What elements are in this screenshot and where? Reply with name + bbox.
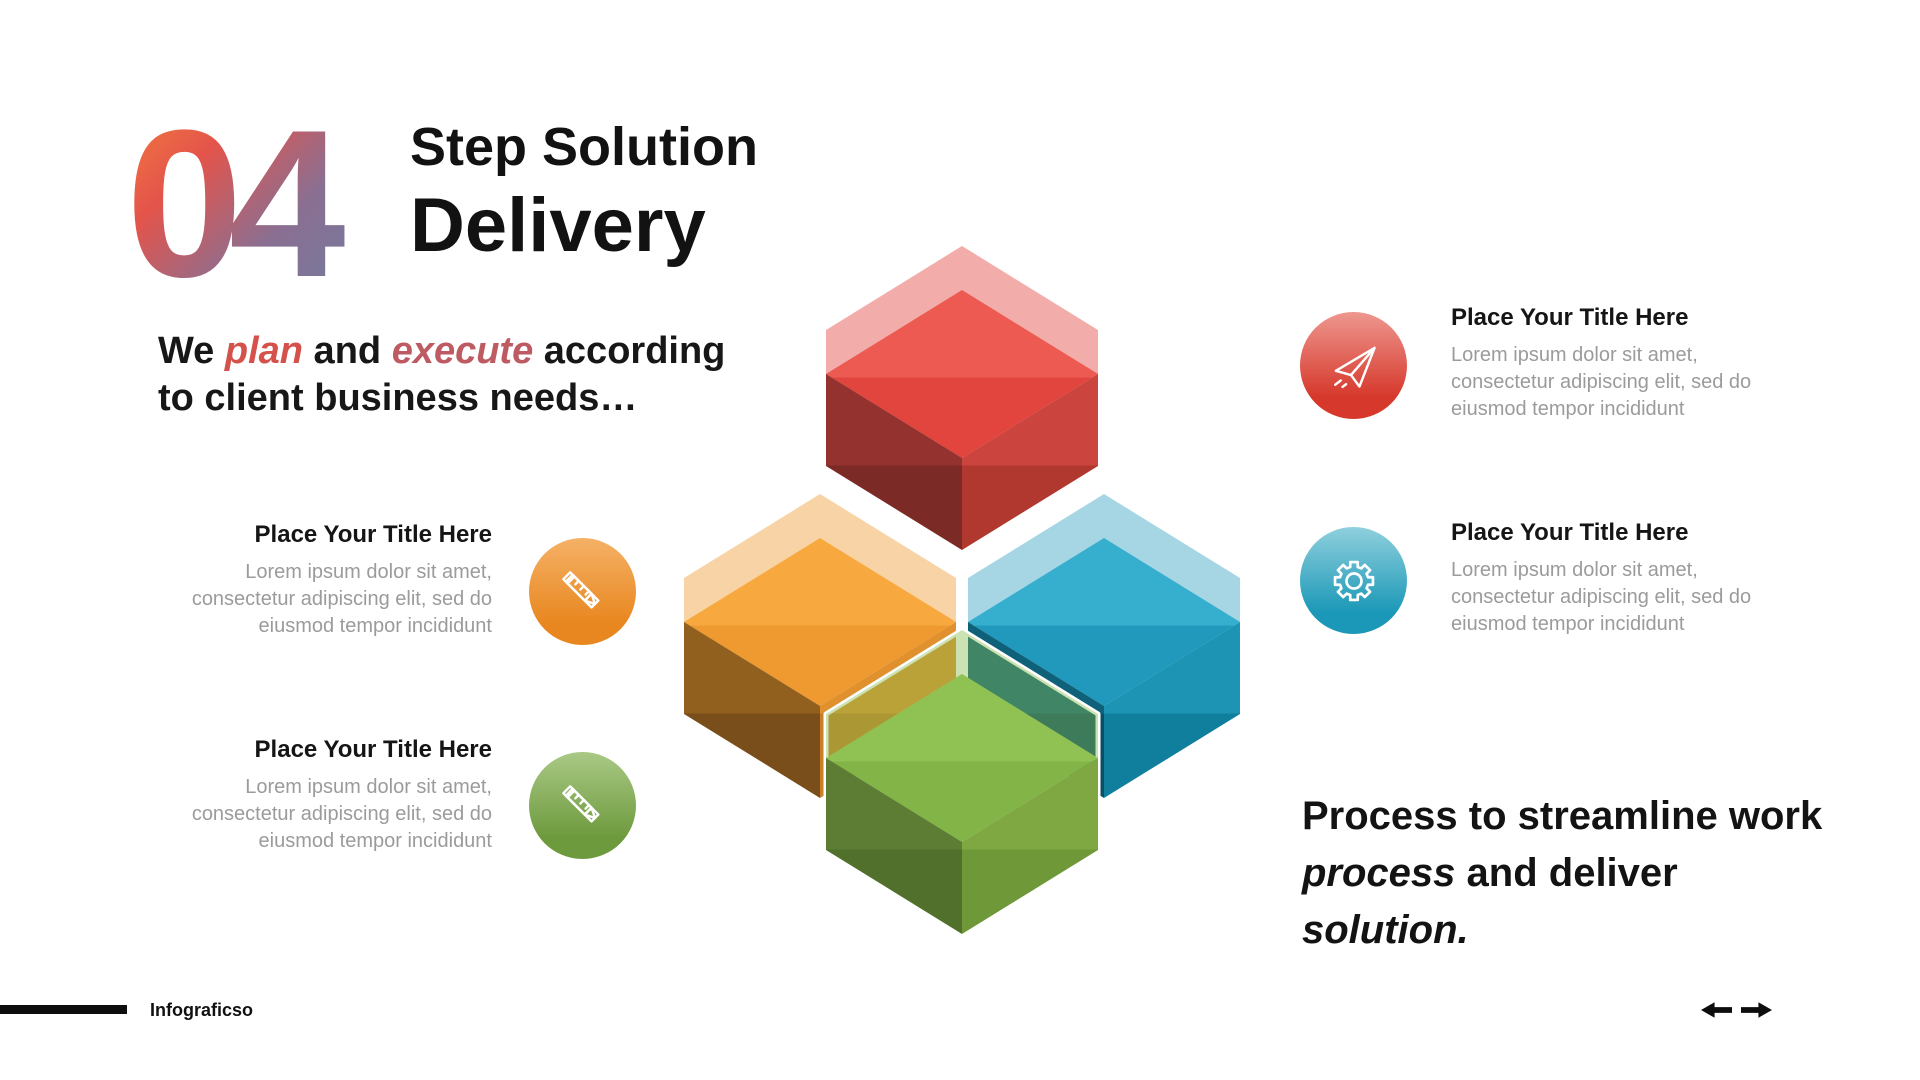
cube-blue: [965, 491, 1243, 801]
intro-accent-execute: execute: [391, 330, 534, 372]
feature-title: Place Your Title Here: [254, 521, 492, 548]
cube-red: [823, 243, 1101, 553]
feature-block-left-top: Place Your Title Here Lorem ipsum dolor …: [146, 521, 492, 640]
step-number-graphic: 04: [126, 96, 359, 321]
cube-green: [823, 627, 1101, 937]
intro-text: We plan and execute according to client …: [158, 328, 725, 422]
slide-title-main: Delivery: [410, 183, 706, 268]
arrow-right-icon[interactable]: [1741, 1002, 1772, 1018]
feature-title: Place Your Title Here: [1451, 519, 1689, 546]
feature-title: Place Your Title Here: [254, 736, 492, 763]
slide-nav: [1701, 1002, 1772, 1018]
pencil-ruler-icon: [561, 784, 600, 823]
paper-plane-icon: [1333, 346, 1376, 388]
intro-line-2: to client business needs…: [158, 377, 638, 420]
brand-label: Infograficso: [150, 1000, 254, 1020]
intro-accent-plan: plan: [224, 330, 303, 372]
feature-body: Lorem ipsum dolor sit amet, consectetur …: [1451, 558, 1752, 635]
feature-block-left-bottom: Place Your Title Here Lorem ipsum dolor …: [146, 736, 492, 855]
process-note: Process to streamline work process and d…: [1302, 794, 1823, 952]
arrow-left-icon[interactable]: [1701, 1002, 1732, 1018]
note-italic-solution: solution.: [1302, 907, 1469, 952]
feature-title: Place Your Title Here: [1451, 304, 1689, 331]
gear-icon: [1333, 560, 1374, 601]
intro-line-1: We plan and execute according: [158, 330, 726, 372]
feature-icon-circle-blue: [1300, 527, 1407, 634]
feature-icon-circle-red: [1300, 312, 1407, 419]
step-number: 04: [126, 96, 345, 321]
feature-body: Lorem ipsum dolor sit amet, consectetur …: [1451, 343, 1752, 420]
slide-title-small: Step Solution: [410, 117, 758, 177]
feature-block-right-top: Place Your Title Here Lorem ipsum dolor …: [1451, 304, 1797, 423]
feature-body: Lorem ipsum dolor sit amet, consectetur …: [191, 560, 492, 637]
feature-body: Lorem ipsum dolor sit amet, consectetur …: [191, 775, 492, 852]
feature-icon-circle-orange: [529, 538, 636, 645]
footer-accent-line: [0, 1005, 127, 1014]
cube-orange: [681, 491, 959, 801]
pencil-ruler-icon: [561, 570, 600, 609]
feature-icon-circle-green: [529, 752, 636, 859]
feature-block-right-bottom: Place Your Title Here Lorem ipsum dolor …: [1451, 519, 1797, 638]
note-italic-process: process: [1302, 850, 1456, 895]
